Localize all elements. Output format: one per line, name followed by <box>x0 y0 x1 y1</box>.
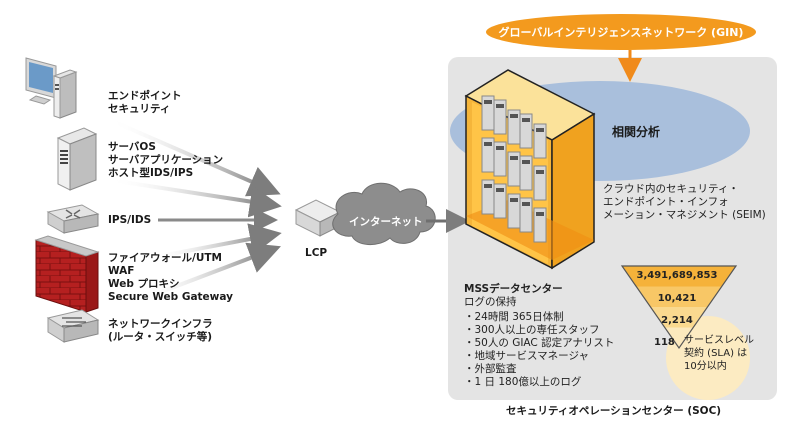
source-line: IPS/IDS <box>108 214 152 226</box>
data-center-icon <box>464 69 596 270</box>
network-switch-icon <box>46 309 100 343</box>
funnel-value-3: 2,214 <box>661 315 693 326</box>
source-label-firewall: ファイアウォール/UTM WAF Web プロキシ Secure Web Gat… <box>108 252 233 304</box>
arrow-endpoint <box>109 118 281 197</box>
source-line: Web プロキシ <box>108 278 180 290</box>
seim-line: メーション・マネジメント (SEIM) <box>603 209 766 221</box>
funnel-value-4: 118 <box>654 337 675 348</box>
soc-label: セキュリティオペレーションセンター (SOC) <box>506 405 722 417</box>
arrow-network <box>139 242 281 302</box>
source-line: ファイアウォール/UTM <box>108 252 222 264</box>
sla-line: 契約 (SLA) は <box>684 348 748 359</box>
funnel-outline <box>620 265 738 350</box>
server-tower-icon <box>56 127 98 191</box>
source-label-network: ネットワークインフラ (ルータ・スイッチ等) <box>108 318 213 344</box>
source-line: Secure Web Gateway <box>108 291 233 303</box>
funnel-chart <box>620 265 738 350</box>
mss-title: MSSデータセンター <box>464 283 563 295</box>
seim-line: クラウド内のセキュリティ・ <box>603 183 739 195</box>
source-line: エンドポイント <box>108 90 182 102</box>
funnel-band <box>664 327 694 348</box>
mss-bullet: ・50人の GIAC 認定アナリスト <box>464 337 615 349</box>
funnel-band <box>650 307 708 328</box>
lcp-device-icon <box>294 199 342 237</box>
firewall-icon <box>34 235 100 313</box>
mss-bullet: ・24時間 365日体制 <box>464 311 564 323</box>
gin-banner: グローバルインテリジェンスネットワーク (GIN) <box>486 14 756 50</box>
source-line: ホスト型IDS/IPS <box>108 167 194 179</box>
mss-bullet: ・外部監査 <box>464 363 517 375</box>
internet-label: インターネット <box>349 216 423 228</box>
source-line: サーバアプリケーション <box>108 154 224 166</box>
source-line: サーバOS <box>108 141 156 153</box>
ips-appliance-icon <box>46 204 100 234</box>
source-label-endpoint: エンドポイント セキュリティ <box>108 90 182 116</box>
mss-bullet: ・地域サービスマネージャ <box>464 350 589 362</box>
funnel-value-2: 10,421 <box>657 293 697 304</box>
seim-line: エンドポイント・インフォ <box>603 196 729 208</box>
source-line: WAF <box>108 265 135 277</box>
sla-text: サービスレベル 契約 (SLA) は 10分以内 <box>684 334 754 373</box>
mss-bullets: ・24時間 365日体制 ・300人以上の専任スタッフ ・50人の GIAC 認… <box>464 311 614 389</box>
source-label-ips: IPS/IDS <box>108 214 151 227</box>
seim-description: クラウド内のセキュリティ・ エンドポイント・インフォ メーション・マネジメント … <box>603 183 766 222</box>
desktop-pc-icon <box>25 57 78 119</box>
lcp-label: LCP <box>305 247 328 259</box>
source-line: (ルータ・スイッチ等) <box>108 331 213 343</box>
correlation-label: 相関分析 <box>612 125 661 139</box>
arrow-firewall <box>149 223 282 260</box>
mss-bullet: ・1 日 180億以上のログ <box>464 376 582 388</box>
funnel-value-1: 3,491,689,853 <box>636 270 718 281</box>
source-arrows <box>109 118 282 302</box>
mss-subtitle: ログの保持 <box>464 296 517 308</box>
mss-block: MSSデータセンター ログの保持 ・24時間 365日体制 ・300人以上の専任… <box>464 283 614 389</box>
sla-line: サービスレベル <box>684 335 754 346</box>
arrow-server <box>109 178 282 218</box>
sla-line: 10分以内 <box>684 361 727 372</box>
mss-bullet: ・300人以上の専任スタッフ <box>464 324 600 336</box>
source-label-server: サーバOS サーバアプリケーション ホスト型IDS/IPS <box>108 141 223 180</box>
source-line: セキュリティ <box>108 103 171 115</box>
source-line: ネットワークインフラ <box>108 318 213 330</box>
gin-label: グローバルインテリジェンスネットワーク (GIN) <box>498 26 744 39</box>
funnel-band <box>622 266 736 287</box>
funnel-band <box>636 286 722 307</box>
